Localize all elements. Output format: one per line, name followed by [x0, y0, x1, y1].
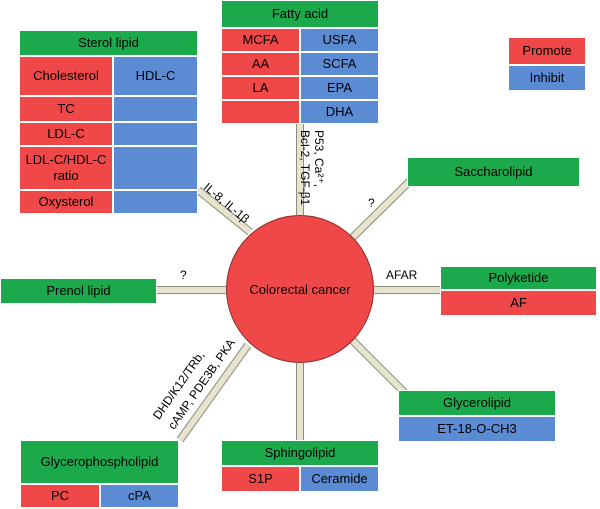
legend-promote: Promote: [508, 37, 586, 65]
polyketide-connector-label: AFAR: [386, 268, 418, 282]
sterol-lipid-title: Sterol lipid: [19, 30, 198, 56]
colorectal-cancer-node: Colorectal cancer: [226, 215, 374, 363]
fatty-acid-inhibit-1: USFA: [300, 28, 379, 52]
glycerolipid-inhibit: ET-18-O-CH3: [398, 416, 556, 442]
sterol-promote-3: LDL-C: [19, 122, 113, 146]
sphingolipid-promote: S1P: [221, 466, 300, 492]
fatty-acid-promote-1: MCFA: [221, 28, 300, 52]
fatty-acid-connector-label-2: Bcl-2, TGF-β1: [298, 130, 312, 206]
sterol-promote-2: TC: [19, 96, 113, 122]
sterol-promote-4: LDL-C/HDL-C ratio: [19, 146, 113, 190]
sterol-inhibit-1: HDL-C: [113, 56, 198, 96]
sphingolipid-title: Sphingolipid: [221, 440, 379, 466]
sterol-promote-5: Oxysterol: [19, 190, 113, 214]
legend-inhibit: Inhibit: [508, 65, 586, 91]
saccharolipid-connector-label: ?: [368, 196, 375, 210]
polyketide-promote: AF: [440, 290, 597, 316]
fatty-acid-inhibit-4: DHA: [300, 100, 379, 124]
sterol-inhibit-blank-3: [113, 122, 198, 146]
glycerophospholipid-inhibit: cPA: [100, 484, 179, 508]
fatty-acid-inhibit-2: SCFA: [300, 52, 379, 76]
fatty-acid-inhibit-3: EPA: [300, 76, 379, 100]
prenol-connector-label: ?: [180, 268, 187, 282]
sterol-inhibit-blank-2: [113, 96, 198, 122]
polyketide-title: Polyketide: [440, 266, 597, 290]
sterol-promote-1: Cholesterol: [19, 56, 113, 96]
glycerophospholipid-promote: PC: [20, 484, 100, 508]
sterol-inhibit-blank-4: [113, 146, 198, 190]
saccharolipid-title: Saccharolipid: [407, 157, 580, 187]
prenol-lipid-title: Prenol lipid: [0, 278, 157, 304]
fatty-acid-promote-4: [221, 100, 300, 124]
fatty-acid-promote-3: LA: [221, 76, 300, 100]
fatty-acid-connector-label-1: P53, Ca²⁺,: [312, 130, 326, 188]
glycerophospholipid-title: Glycerophospholipid: [20, 440, 179, 484]
fatty-acid-promote-2: AA: [221, 52, 300, 76]
sphingolipid-inhibit: Ceramide: [300, 466, 379, 492]
glycerolipid-title: Glycerolipid: [398, 390, 556, 416]
fatty-acid-title: Fatty acid: [221, 0, 379, 28]
sterol-inhibit-blank-5: [113, 190, 198, 214]
